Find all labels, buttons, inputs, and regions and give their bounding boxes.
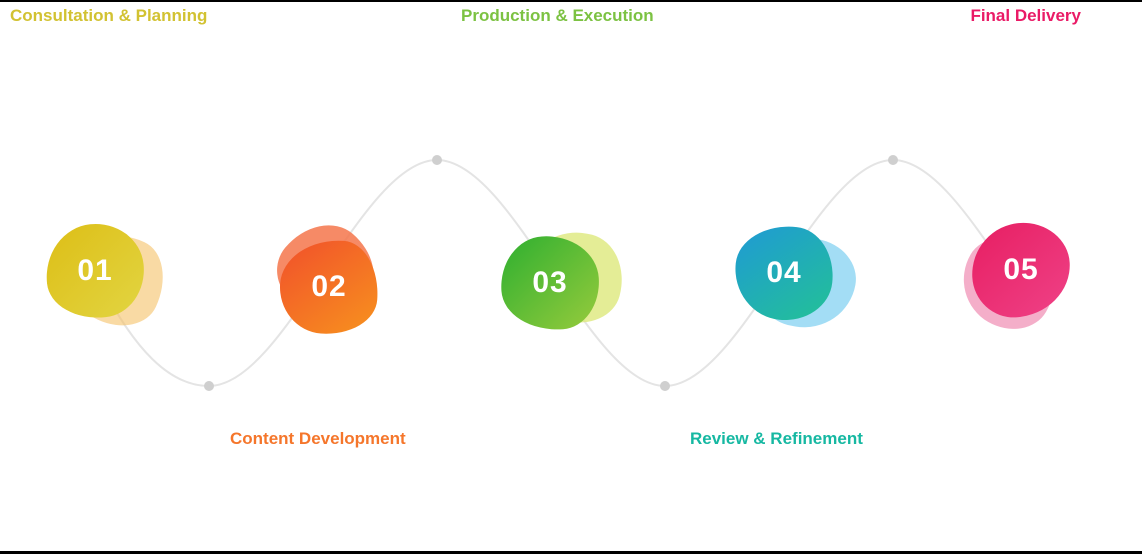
curve-dot <box>432 155 442 165</box>
step-blob-02: 02 <box>262 206 392 348</box>
step-number: 01 <box>77 254 113 287</box>
curve-dot <box>660 381 670 391</box>
step-blob-05: 05 <box>945 211 1082 345</box>
curve-dot <box>888 155 898 165</box>
step-blob-03: 03 <box>491 221 634 344</box>
label-final-delivery: Final Delivery <box>970 6 1081 25</box>
step-blob-04: 04 <box>725 214 863 336</box>
label-content-development: Content Development <box>230 429 406 448</box>
curve-dot <box>204 381 214 391</box>
label-review-refinement: Review & Refinement <box>690 429 863 448</box>
step-number: 04 <box>766 256 802 289</box>
step-blob-01: 01 <box>36 212 179 340</box>
step-number: 02 <box>311 270 347 303</box>
step-number: 05 <box>1003 253 1039 286</box>
step-number: 03 <box>532 266 568 299</box>
label-production-execution: Production & Execution <box>461 6 654 25</box>
label-consultation-planning: Consultation & Planning <box>10 6 208 25</box>
